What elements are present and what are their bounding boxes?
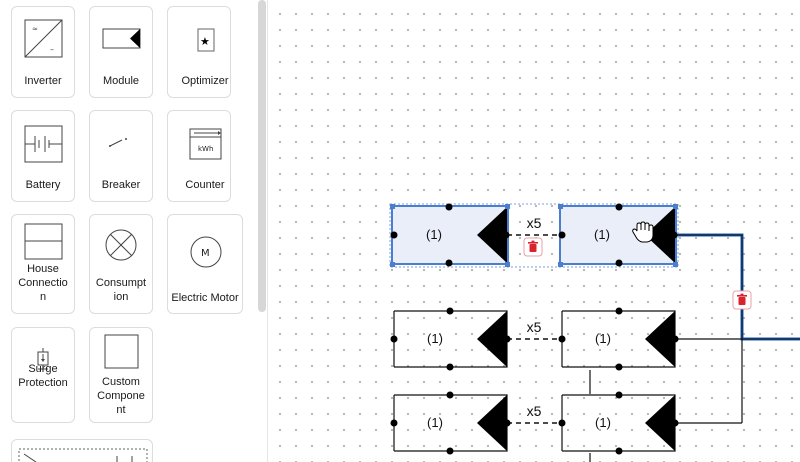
- connection-points[interactable]: [390, 307, 679, 371]
- hand-cursor-icon: [632, 221, 654, 243]
- module-output-triangle: [645, 311, 675, 367]
- palette-card-battery[interactable]: Battery: [11, 110, 75, 202]
- palette-card-optimizer[interactable]: ★ Optimizer: [167, 6, 231, 98]
- palette-card-label: Inverter: [24, 75, 62, 87]
- palette-card-module[interactable]: Module: [89, 6, 153, 98]
- palette-card-label: Breaker: [101, 179, 141, 191]
- breaker-icon: [109, 138, 127, 147]
- string-template-icon: [18, 448, 148, 462]
- palette-scrollbar[interactable]: [258, 0, 266, 312]
- module-icon: [102, 28, 141, 49]
- electric-motor-icon: M: [190, 236, 222, 268]
- resize-handles[interactable]: [390, 204, 678, 267]
- svg-text:★: ★: [200, 35, 210, 48]
- palette-card-consumption[interactable]: Consumpt ion: [89, 214, 153, 314]
- selected-wire-core: [672, 234, 800, 340]
- palette-card-label: Electric Motor: [171, 292, 239, 304]
- palette-card-label: Battery: [25, 179, 61, 191]
- svg-text:≈: ≈: [32, 25, 38, 33]
- component-palette: ≈ – Inverter Module ★ Optimizer Battery: [0, 0, 268, 462]
- module-output-triangle: [645, 207, 675, 263]
- palette-card-label: Module: [102, 75, 140, 87]
- module-label: (1): [427, 415, 443, 430]
- palette-card-label: Consumpt ion: [95, 277, 147, 303]
- module-output-triangle: [477, 311, 507, 367]
- module-output-triangle: [645, 395, 675, 451]
- palette-card-electric-motor[interactable]: M Electric Motor: [167, 214, 243, 314]
- module-label: (1): [426, 227, 442, 242]
- surge-protection-icon: [37, 348, 49, 370]
- palette-card-surge-protection[interactable]: Surge Protection: [11, 327, 75, 423]
- custom-component-icon: [104, 334, 139, 369]
- module-output-triangle: [477, 395, 507, 451]
- palette-card-label: Optimizer: [181, 75, 229, 87]
- house-connection-icon: [24, 223, 63, 260]
- svg-text:–: –: [50, 45, 54, 54]
- multiplier-label: x5: [527, 319, 542, 335]
- diagram-svg: (1) (1) x5: [389, 203, 800, 462]
- module-output-triangle: [477, 207, 507, 263]
- palette-card-inverter[interactable]: ≈ – Inverter: [11, 6, 75, 98]
- module-label: (1): [427, 331, 443, 346]
- connection-points[interactable]: [390, 203, 678, 267]
- palette-card-label: House Connectio n: [18, 263, 68, 303]
- palette-card-label: Counter: [185, 179, 225, 191]
- palette-card-partial[interactable]: [11, 439, 153, 462]
- palette-card-label: Custom Compone nt: [97, 376, 145, 416]
- counter-icon-text: kWh: [198, 145, 213, 153]
- module-label: (1): [595, 415, 611, 430]
- connection-points[interactable]: [390, 391, 679, 455]
- trash-icon: [529, 244, 537, 252]
- selection-group-outline: [389, 203, 679, 268]
- palette-card-counter[interactable]: kWh Counter: [167, 110, 231, 202]
- palette-card-label: Surge Protection: [18, 363, 68, 389]
- palette-card-breaker[interactable]: Breaker: [89, 110, 153, 202]
- motor-icon-text: M: [201, 248, 210, 259]
- module-label: (1): [595, 331, 611, 346]
- battery-icon: [24, 125, 63, 163]
- palette-card-house-connection[interactable]: House Connectio n: [11, 214, 75, 314]
- consumption-icon: [105, 229, 137, 261]
- counter-icon: kWh: [189, 128, 222, 160]
- multiplier-label: x5: [527, 215, 542, 231]
- inverter-icon: ≈ –: [24, 19, 63, 58]
- diagram-canvas[interactable]: (1) (1) x5: [268, 0, 800, 462]
- palette-card-custom-component[interactable]: Custom Compone nt: [89, 327, 153, 423]
- selected-wire[interactable]: [672, 233, 800, 341]
- delete-link-button[interactable]: [523, 237, 543, 257]
- trash-icon: [738, 297, 746, 305]
- delete-wire-button[interactable]: [732, 290, 752, 310]
- module-label: (1): [594, 227, 610, 242]
- sidebar-divider: [267, 0, 268, 462]
- optimizer-icon: ★: [197, 28, 215, 52]
- multiplier-label: x5: [527, 403, 542, 419]
